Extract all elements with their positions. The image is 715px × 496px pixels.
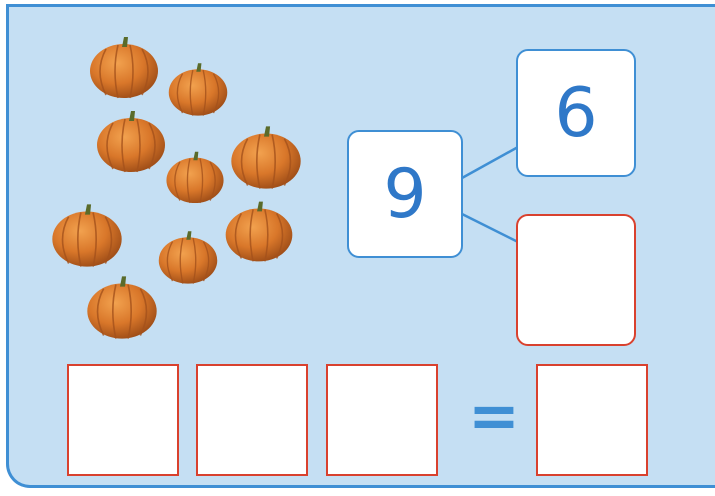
pumpkin-9: [86, 275, 158, 340]
pumpkin-4: [165, 151, 225, 204]
pumpkin-7: [224, 200, 294, 263]
equation-slot-1[interactable]: [67, 364, 179, 476]
pumpkin-8: [158, 230, 218, 285]
whole-number: 9: [383, 154, 427, 234]
equation-slot-2[interactable]: [196, 364, 308, 476]
unknown-part-box[interactable]: [516, 214, 636, 346]
known-part-number: 6: [554, 73, 598, 153]
pumpkin-3: [96, 110, 166, 173]
equation-result-slot[interactable]: [536, 364, 648, 476]
pumpkin-2: [168, 62, 228, 117]
equation-slot-3[interactable]: [326, 364, 438, 476]
pumpkin-5: [230, 125, 302, 190]
pumpkin-1: [89, 36, 159, 99]
known-part-box: 6: [516, 49, 636, 177]
pumpkin-group: [51, 36, 302, 340]
equals-sign: =: [468, 379, 520, 452]
whole-number-box: 9: [347, 130, 463, 258]
pumpkin-6: [51, 203, 123, 268]
